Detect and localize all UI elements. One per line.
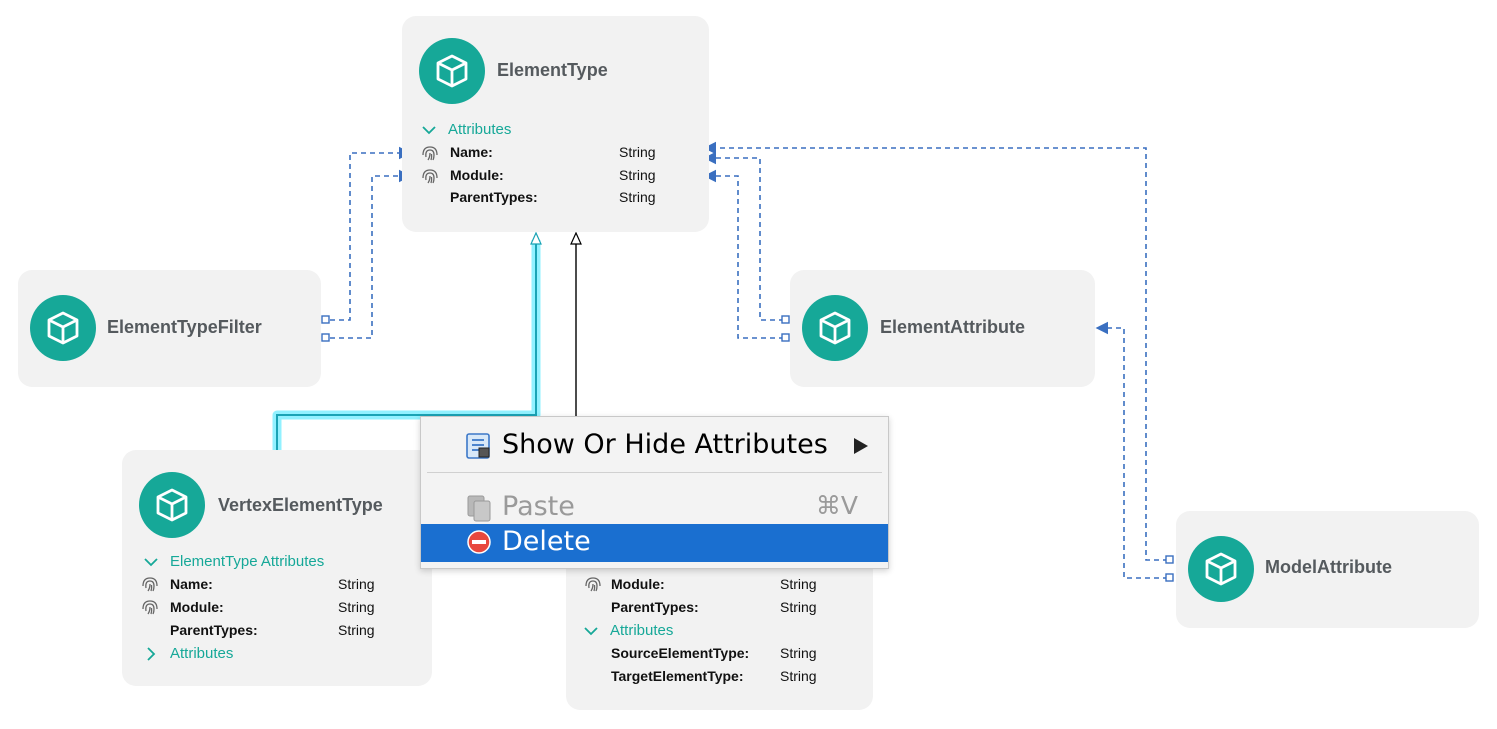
fingerprint-icon bbox=[142, 577, 158, 592]
link-filter-name bbox=[330, 146, 412, 321]
link-attr-name bbox=[703, 151, 784, 321]
context-menu: Show Or Hide Attributes Paste ⌘V Delete bbox=[420, 416, 889, 569]
node-model-attribute[interactable]: ModelAttribute bbox=[1176, 511, 1479, 628]
fingerprint-icon bbox=[585, 577, 601, 592]
attributes-section-toggle[interactable]: Attributes bbox=[144, 645, 233, 662]
link-attr-module bbox=[703, 169, 784, 339]
node-element-attribute[interactable]: ElementAttribute bbox=[790, 270, 1095, 387]
node-title: ElementAttribute bbox=[880, 317, 1026, 337]
node-element-type[interactable]: ElementType Attributes Name: String Modu… bbox=[402, 16, 709, 232]
chevron-down-icon bbox=[144, 557, 158, 566]
attributes-list-icon bbox=[466, 433, 490, 459]
node-title: ModelAttribute bbox=[1265, 557, 1392, 577]
section-label: Attributes bbox=[448, 121, 512, 138]
fingerprint-icon bbox=[422, 146, 438, 161]
entity-cube-icon bbox=[30, 295, 96, 361]
node-title: ElementTypeFilter bbox=[107, 317, 262, 337]
submenu-arrow-icon bbox=[854, 438, 868, 454]
shortcut-label: ⌘V bbox=[815, 491, 858, 520]
menu-item-show-or-hide-attributes[interactable]: Show Or Hide Attributes bbox=[421, 425, 888, 465]
menu-item-delete[interactable]: Delete bbox=[421, 524, 888, 562]
fingerprint-icon bbox=[142, 600, 158, 615]
entity-cube-icon bbox=[419, 38, 485, 104]
chevron-down-icon bbox=[584, 626, 598, 635]
node-vertex-element-type[interactable]: VertexElementType ElementType Attributes… bbox=[122, 450, 432, 686]
section-label: ElementType Attributes bbox=[170, 553, 325, 570]
node-element-type-filter[interactable]: ElementTypeFilter bbox=[18, 270, 321, 387]
delete-icon bbox=[467, 530, 491, 554]
paste-icon bbox=[467, 495, 491, 522]
node-title: ElementType bbox=[497, 60, 608, 80]
chevron-right-icon bbox=[147, 646, 156, 661]
link-filter-module bbox=[330, 169, 412, 339]
menu-separator bbox=[427, 472, 882, 473]
menu-item-paste[interactable]: Paste ⌘V bbox=[421, 487, 888, 527]
entity-cube-icon bbox=[802, 295, 868, 361]
entity-cube-icon bbox=[1188, 536, 1254, 602]
link-model-attr bbox=[1095, 321, 1168, 579]
attributes-section-toggle[interactable]: Attributes bbox=[422, 121, 511, 138]
elementtype-attributes-section-toggle[interactable]: ElementType Attributes bbox=[144, 553, 324, 570]
fingerprint-icon bbox=[422, 169, 438, 184]
chevron-down-icon bbox=[422, 125, 436, 134]
node-title: VertexElementType bbox=[218, 495, 383, 515]
attributes-section-toggle[interactable]: Attributes bbox=[584, 622, 673, 639]
section-label: Attributes bbox=[170, 645, 234, 662]
entity-cube-icon bbox=[139, 472, 205, 538]
section-label: Attributes bbox=[610, 622, 674, 639]
